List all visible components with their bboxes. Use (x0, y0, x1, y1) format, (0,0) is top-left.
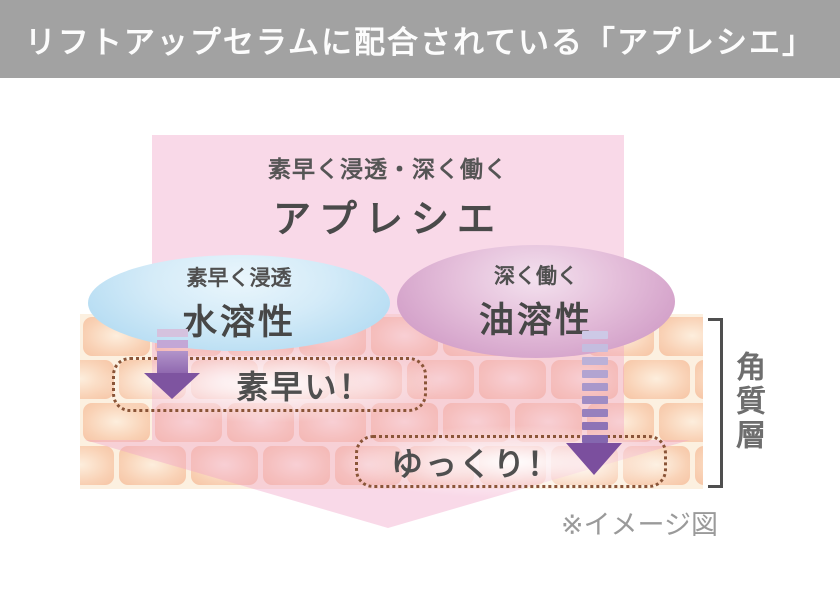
header-bar: リフトアップセラムに配合されている「アプレシエ」 (0, 0, 840, 78)
water-subtitle: 素早く浸透 (186, 266, 292, 290)
bracket-tick (708, 485, 723, 488)
oil-arrow-head (566, 443, 622, 475)
skin-cell (80, 446, 114, 485)
oil-arrow-segment (582, 383, 608, 391)
oil-arrow-segment (582, 344, 608, 352)
oil-soluble-bubble: 深く働く 油溶性 (397, 245, 675, 358)
fast-speed-label: 素早い！ (236, 368, 373, 405)
oil-down-arrow-icon (566, 331, 623, 477)
main-title: アプレシエ (272, 199, 503, 241)
oil-arrow-segment (582, 370, 608, 378)
oil-arrow-segment (582, 409, 608, 417)
skin-cell (695, 446, 703, 485)
water-arrow-segment (157, 329, 188, 337)
bracket-line (720, 318, 723, 488)
water-arrow-segment (157, 340, 188, 348)
skin-cell (191, 446, 258, 485)
water-down-arrow-icon (144, 329, 201, 399)
image-note: ※イメージ図 (560, 510, 718, 540)
skin-cell (263, 446, 330, 485)
stratum-corneum-label: 角質層 (731, 351, 764, 453)
oil-arrow-segment (582, 396, 608, 404)
skin-cell (479, 360, 546, 399)
skin-cell (623, 360, 690, 399)
water-arrow-head (144, 373, 200, 399)
skin-cell (659, 317, 703, 356)
oil-arrow-segment (582, 357, 608, 365)
main-subtitle: 素早く浸透・深く働く (268, 156, 508, 182)
skin-cell (119, 446, 186, 485)
bracket-tick (708, 318, 723, 321)
skin-cell (551, 360, 618, 399)
oil-arrow-segment (582, 331, 608, 339)
skin-cell (695, 360, 703, 399)
water-soluble-bubble: 素早く浸透 水溶性 (88, 255, 390, 351)
slow-speed-box: ゆっくり！ (355, 435, 667, 488)
oil-arrow-segment (582, 435, 608, 443)
oil-arrow-shaft (582, 331, 608, 448)
main-heading-block: 素早く浸透・深く働く アプレシエ (152, 150, 624, 243)
water-arrow-shaft (157, 351, 188, 377)
fast-speed-box: 素早い！ (112, 357, 427, 412)
oil-subtitle: 深く働く (494, 265, 578, 288)
oil-title: 油溶性 (478, 301, 593, 340)
page-title: リフトアップセラムに配合されている「アプレシエ」 (24, 24, 816, 60)
water-title: 水溶性 (181, 302, 296, 342)
oil-arrow-segment (582, 422, 608, 430)
slow-speed-label: ゆっくり！ (390, 445, 561, 482)
